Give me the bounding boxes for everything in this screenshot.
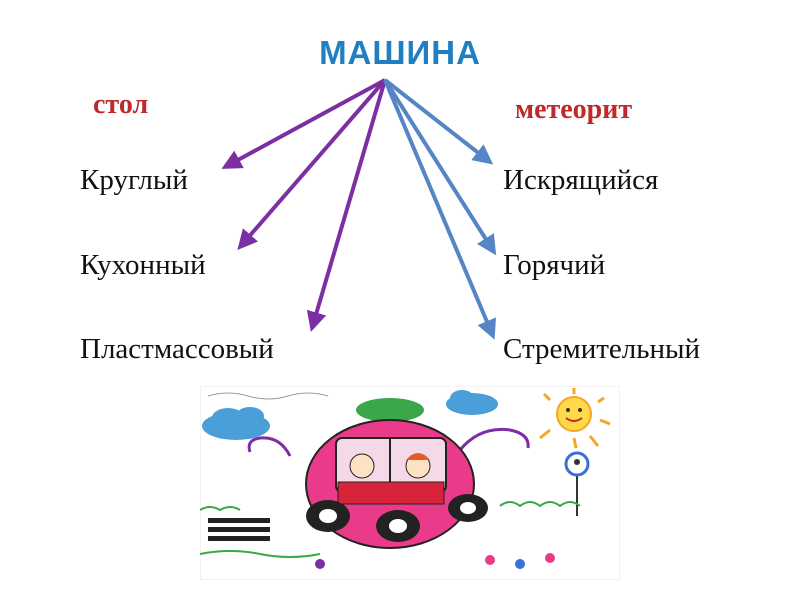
car-drawing xyxy=(200,386,620,580)
diagram-title: МАШИНА xyxy=(319,34,481,71)
sun-icon xyxy=(539,388,611,449)
right-word-2: Горячий xyxy=(503,249,606,281)
left-word-1: Круглый xyxy=(80,164,188,196)
arrow-to-right-word-2 xyxy=(383,78,497,256)
arrow-to-right-word-3 xyxy=(383,79,496,340)
left-word-2: Кухонный xyxy=(80,249,206,281)
arrow-to-left-word-1 xyxy=(221,78,386,169)
left-category-label: стол xyxy=(93,89,149,120)
right-cloud-icon xyxy=(446,390,498,415)
right-word-1: Искрящийся xyxy=(503,164,659,196)
right-word-3: Стремительный xyxy=(503,333,700,365)
left-cloud-icon xyxy=(202,407,270,440)
right-category-label: метеорит xyxy=(515,94,633,125)
arrow-to-right-word-1 xyxy=(383,78,494,165)
crosswalk-icon xyxy=(208,518,270,541)
arrow-to-left-word-2 xyxy=(237,78,387,251)
road-sign-icon xyxy=(564,451,590,516)
car-icon xyxy=(305,419,488,549)
left-word-3: Пластмассовый xyxy=(80,333,274,365)
arrow-to-left-word-3 xyxy=(306,79,387,332)
